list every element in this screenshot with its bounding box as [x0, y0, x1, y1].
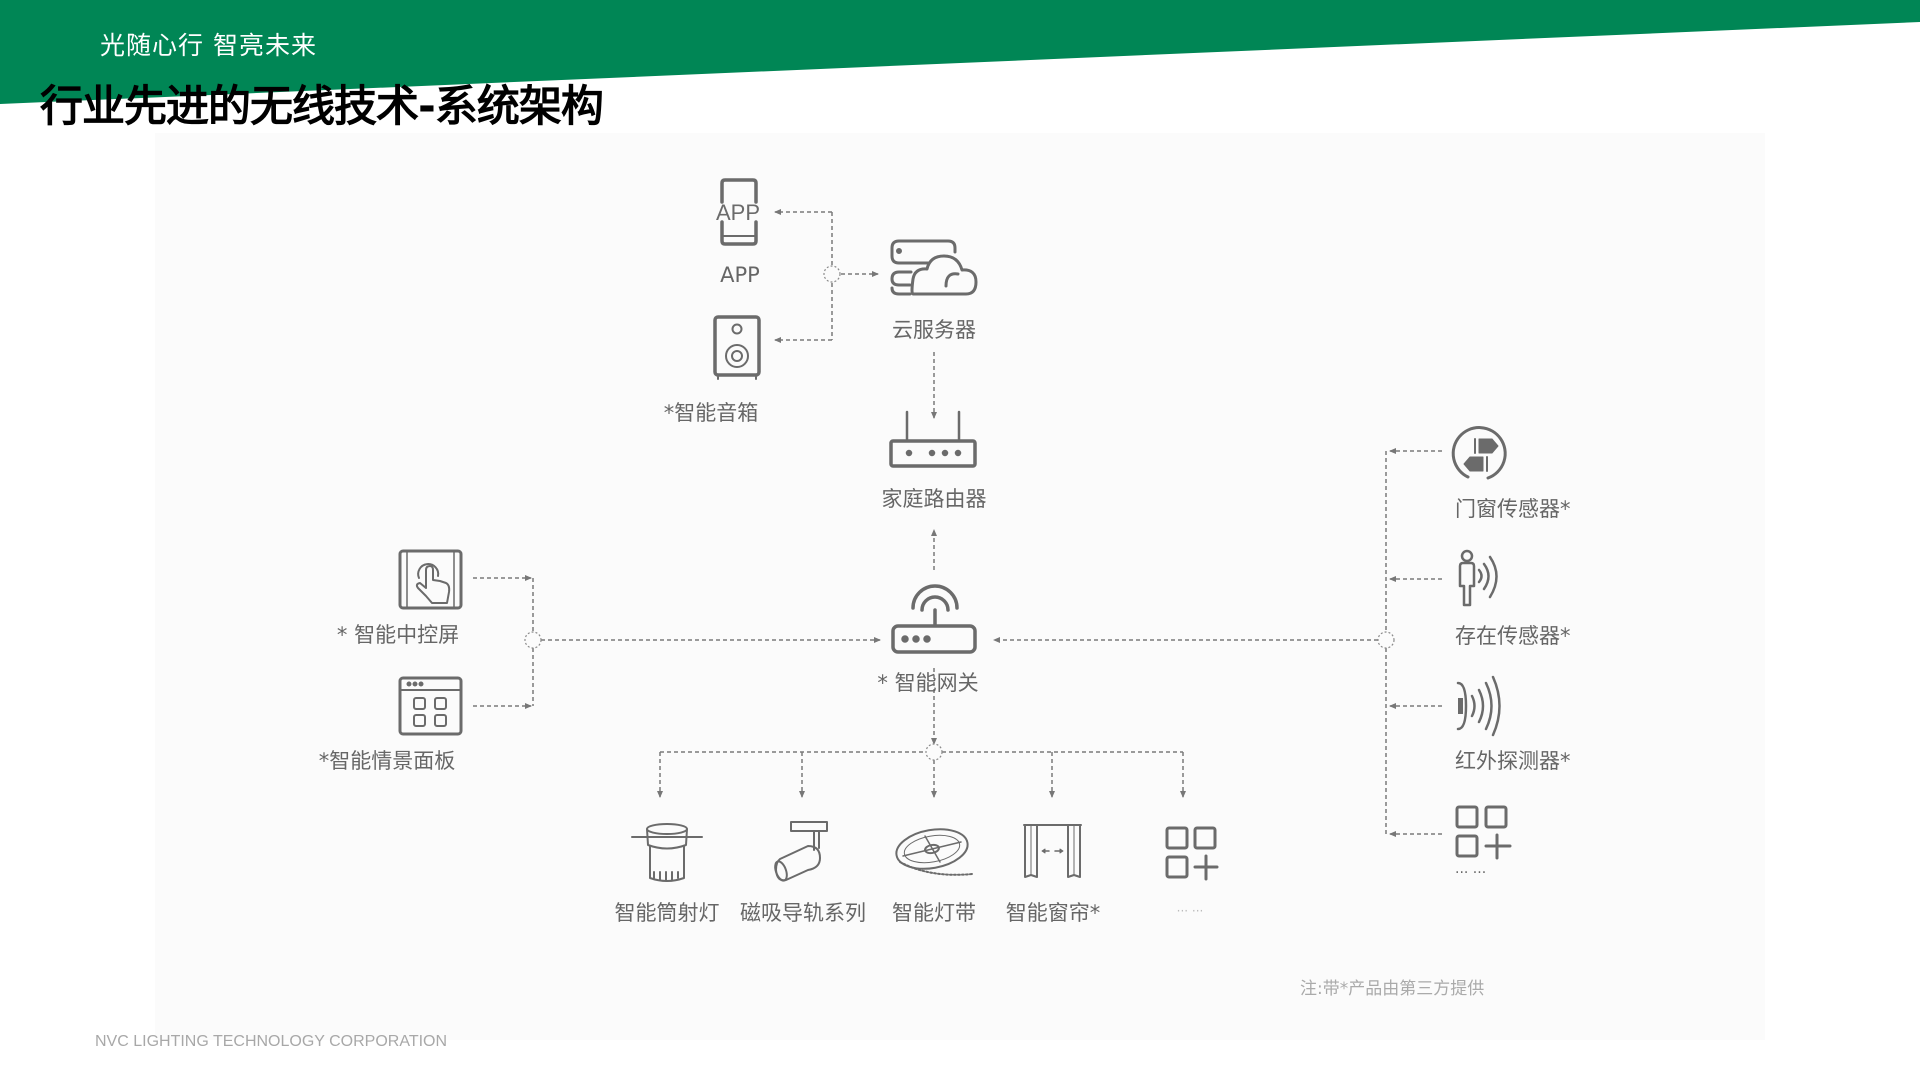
magnetic-track-label: 磁吸导轨系列	[740, 901, 866, 925]
junction-left	[524, 631, 542, 649]
phone-app-icon-text: APP	[716, 200, 760, 225]
cloud-server-icon	[890, 239, 978, 296]
header-banner	[0, 0, 1920, 104]
green-band	[0, 0, 1920, 104]
speaker-label: *智能音箱	[663, 401, 759, 425]
right-more-label: ··· ···	[1455, 865, 1487, 881]
home-router-icon	[889, 410, 977, 468]
company-footer: NVC LIGHTING TECHNOLOGY CORPORATION	[95, 1033, 448, 1050]
touch-screen-icon	[398, 549, 463, 610]
door-window-sensor-icon	[1451, 426, 1507, 480]
light-strip-label: 智能灯带	[892, 901, 976, 925]
downlight-icon	[631, 823, 703, 882]
more-lighting-icon	[1165, 826, 1219, 881]
junction-bottom	[925, 743, 943, 761]
door-window-sensor-label: 门窗传感器*	[1455, 497, 1571, 521]
smart-curtain-icon	[1023, 824, 1082, 878]
speaker-icon	[713, 315, 761, 380]
control-screen-label: * 智能中控屏	[336, 623, 460, 647]
magnetic-track-light-icon	[774, 821, 828, 882]
junction-right	[1377, 631, 1395, 649]
infrared-detector-icon	[1456, 675, 1501, 737]
scene-panel-icon	[398, 676, 463, 736]
presence-sensor-label: 存在传感器*	[1455, 624, 1571, 648]
infrared-detector-label: 红外探测器*	[1455, 749, 1571, 773]
bottom-more-label: ··· ···	[1176, 904, 1204, 918]
light-strip-icon	[895, 828, 973, 876]
smart-gateway-label: * 智能网关	[877, 671, 979, 695]
third-party-note: 注:带*产品由第三方提供	[1300, 979, 1485, 999]
home-router-label: 家庭路由器	[881, 487, 987, 511]
cloud-server-label: 云服务器	[892, 318, 976, 342]
app-label: APP	[720, 263, 760, 287]
downlight-label: 智能筒射灯	[614, 901, 720, 925]
more-devices-icon	[1455, 805, 1512, 860]
junction-top	[823, 265, 841, 283]
smart-curtain-label: 智能窗帘*	[1005, 901, 1101, 925]
presence-sensor-icon	[1458, 549, 1498, 607]
smart-gateway-icon	[891, 584, 977, 654]
page-title: 行业先进的无线技术-系统架构	[40, 82, 604, 132]
phone-app-icon	[720, 178, 758, 246]
tagline: 光随心行 智亮未来	[100, 31, 317, 60]
scene-panel-label: *智能情景面板	[318, 749, 456, 773]
